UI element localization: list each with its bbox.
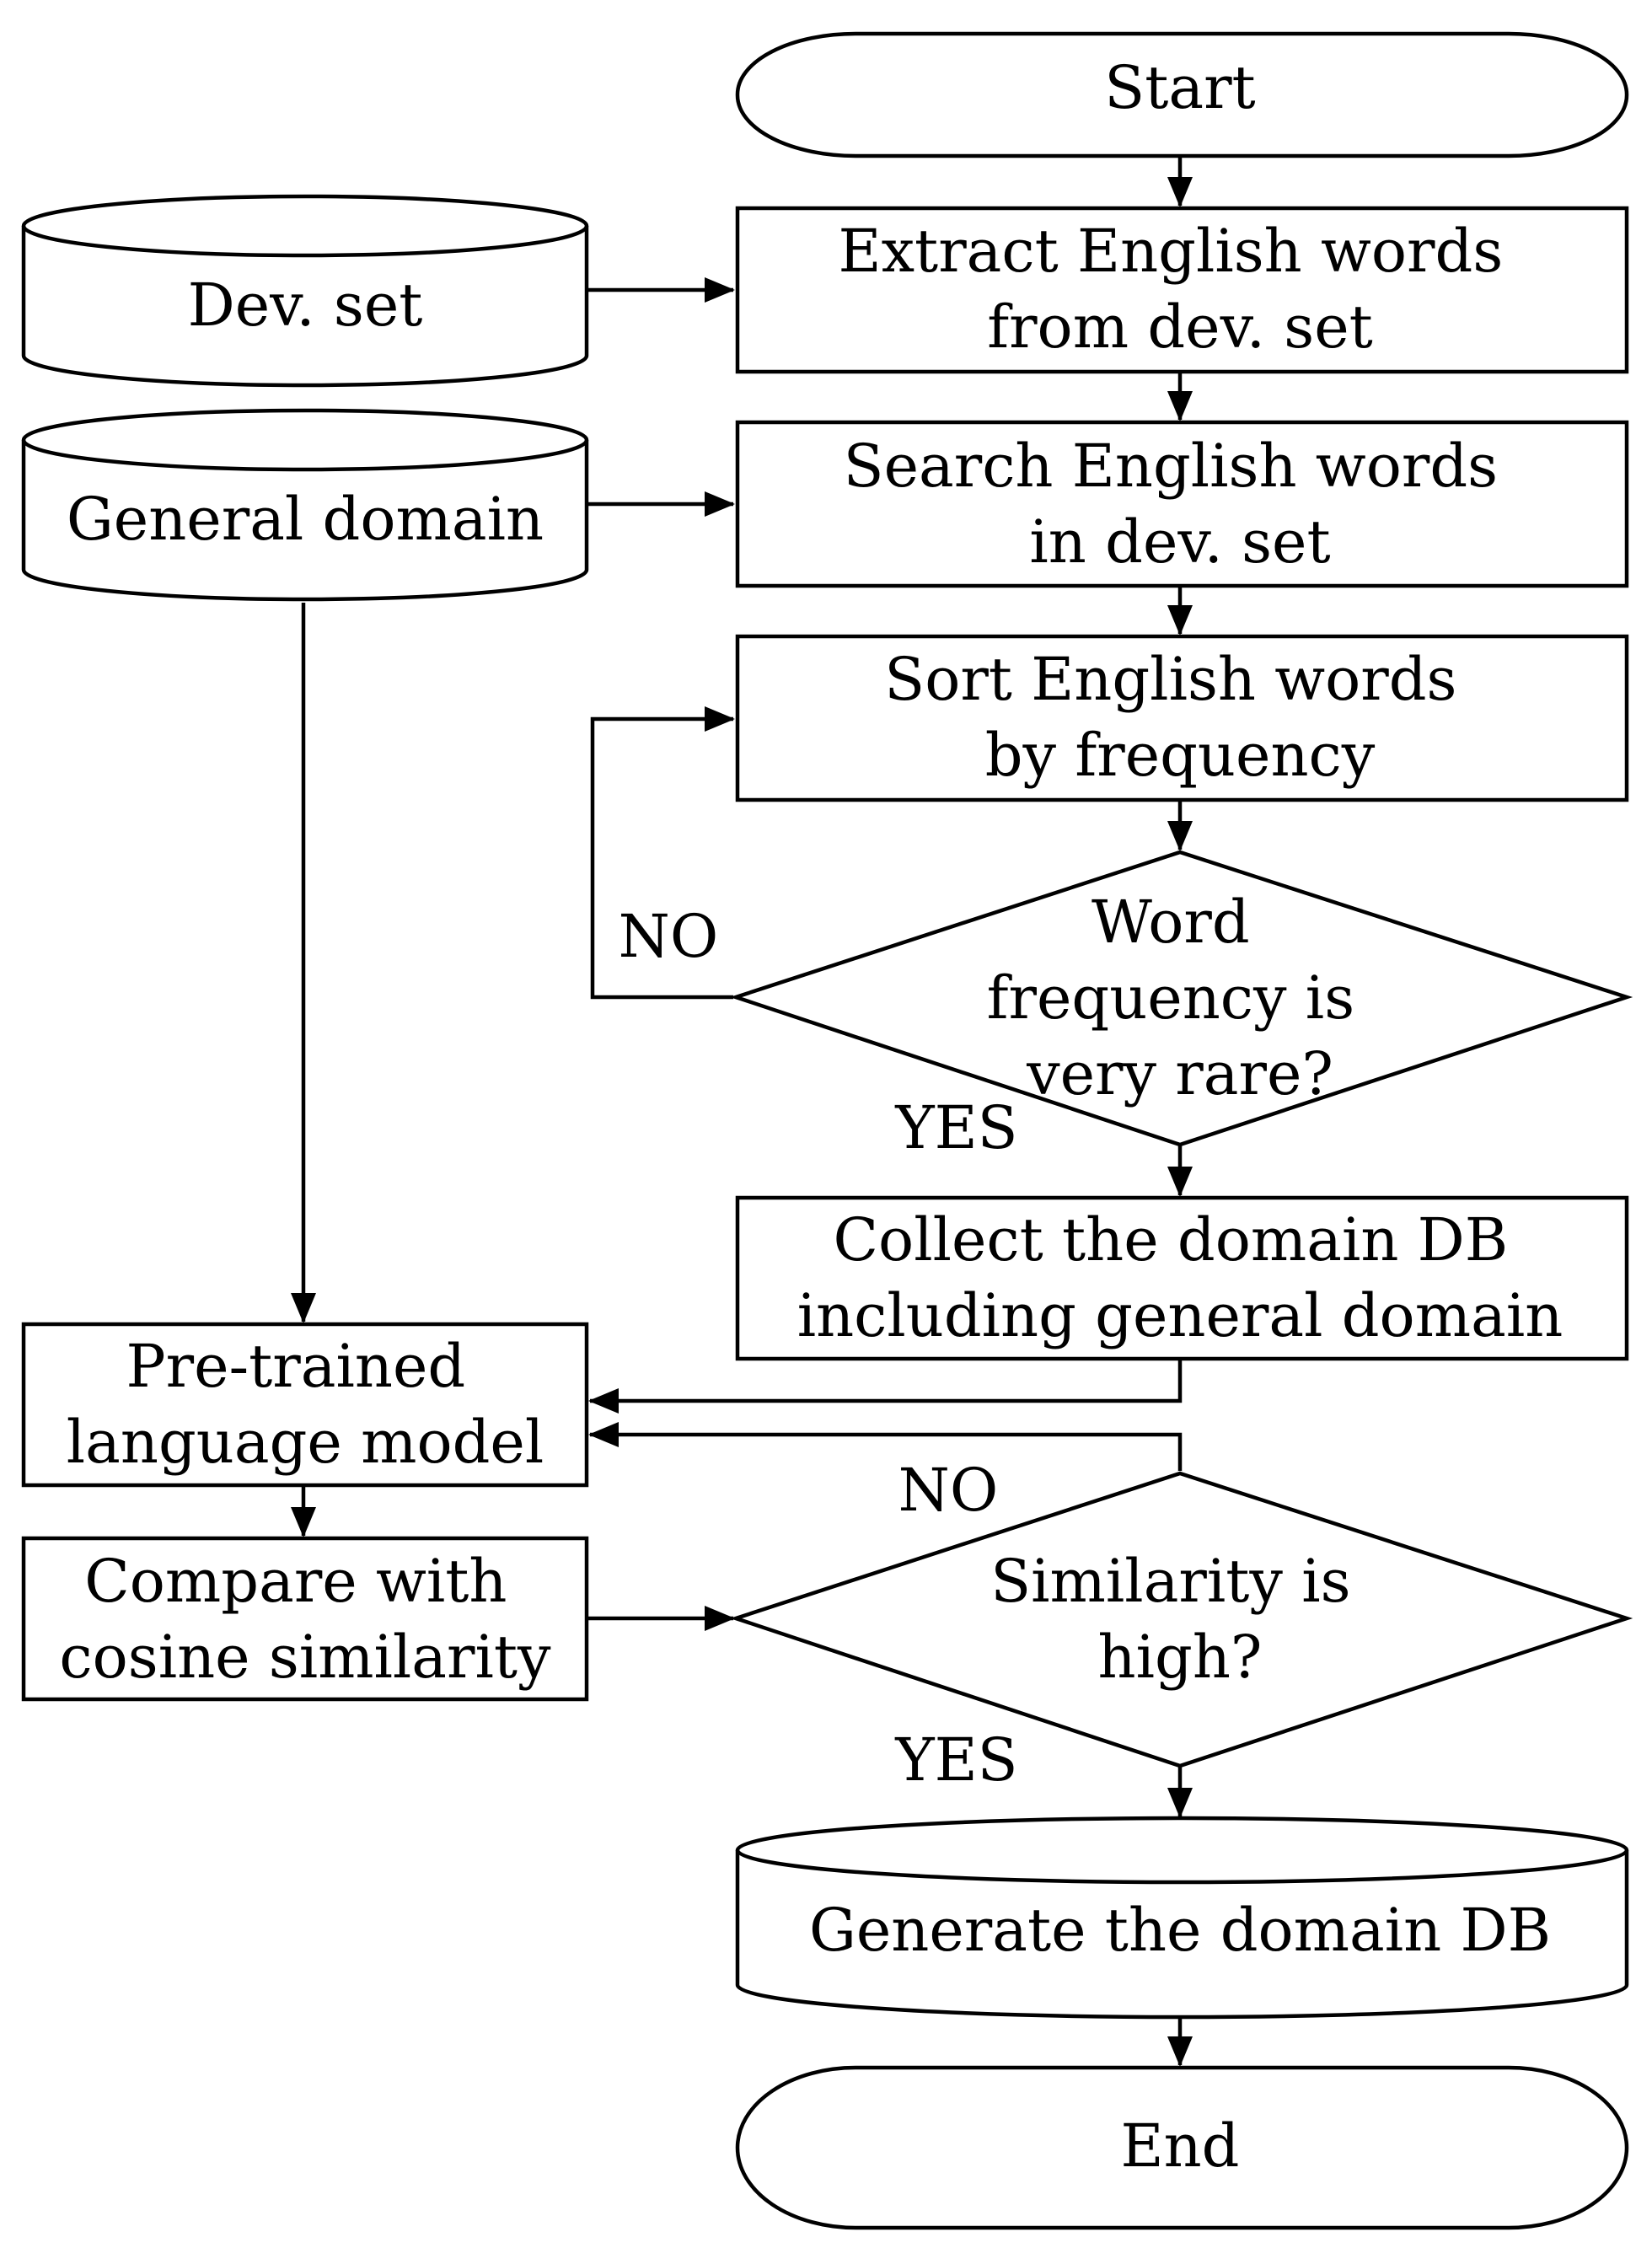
sort-line-2: by frequency: [985, 721, 1376, 790]
similarity-no-label: NO: [898, 1456, 999, 1525]
arrow-collect-to-pretrained: [588, 1359, 1183, 1414]
collect-label: Collect the domain DB including general …: [797, 1205, 1564, 1350]
pretrained-label: Pre-trained language model: [67, 1332, 544, 1477]
rare-no-label: NO: [619, 902, 719, 971]
sort-line-1: Sort English words: [884, 645, 1456, 714]
collect-line-2: including general domain: [797, 1281, 1564, 1350]
compare-line-2: cosine similarity: [59, 1623, 551, 1692]
dev-set-database: Dev. set: [21, 194, 589, 388]
dev-set-label: Dev. set: [188, 271, 423, 340]
sort-label: Sort English words by frequency: [884, 645, 1475, 790]
connectors: [291, 156, 1193, 2067]
generate-domain-db: Generate the domain DB: [735, 1816, 1629, 2020]
similarity-yes-label: YES: [894, 1725, 1017, 1795]
compare-label: Compare with cosine similarity: [59, 1547, 551, 1692]
search-label: Search English words in dev. set: [844, 432, 1517, 577]
rare-decision-line-1: Word: [1092, 888, 1250, 957]
pretrained-model-process: Pre-trained language model: [21, 1322, 589, 1488]
start-terminal: Start: [735, 31, 1629, 158]
pretrained-line-2: language model: [67, 1408, 544, 1477]
rare-decision-line-2: frequency is: [987, 963, 1355, 1033]
collect-line-1: Collect the domain DB: [834, 1205, 1509, 1274]
rare-frequency-decision: Word frequency is very rare?: [729, 850, 1633, 1147]
generate-label: Generate the domain DB: [809, 1896, 1551, 1965]
similarity-decision-line-2: high?: [1098, 1623, 1263, 1692]
arrow-similarity-no-to-pretrained: [588, 1422, 1183, 1471]
search-line-1: Search English words: [844, 432, 1498, 501]
general-domain-database: General domain: [21, 408, 589, 602]
similarity-decision-label: Similarity is high?: [990, 1547, 1370, 1692]
sort-process: Sort English words by frequency: [735, 634, 1629, 802]
end-terminal: End: [735, 2065, 1629, 2230]
extract-label: Extract English words from dev. set: [838, 217, 1521, 362]
rare-decision-line-3: very rare?: [1026, 1039, 1333, 1108]
end-label: End: [1121, 2111, 1240, 2181]
search-line-2: in dev. set: [1029, 507, 1330, 577]
similarity-decision: Similarity is high?: [729, 1471, 1633, 1768]
general-domain-label: General domain: [67, 485, 544, 554]
rare-decision-label: Word frequency is very rare?: [987, 888, 1374, 1108]
search-process: Search English words in dev. set: [735, 420, 1629, 588]
similarity-decision-line-1: Similarity is: [990, 1547, 1350, 1616]
extract-line-1: Extract English words: [838, 217, 1503, 286]
arrow-rare-no-loop: [590, 706, 735, 1000]
compare-line-1: Compare with: [84, 1547, 507, 1616]
start-label: Start: [1104, 53, 1255, 122]
rare-yes-label: YES: [894, 1093, 1017, 1162]
compare-process: Compare with cosine similarity: [21, 1536, 589, 1702]
extract-process: Extract English words from dev. set: [735, 206, 1629, 374]
collect-process: Collect the domain DB including general …: [735, 1195, 1629, 1361]
extract-line-2: from dev. set: [987, 292, 1373, 362]
pretrained-line-1: Pre-trained: [126, 1332, 466, 1401]
